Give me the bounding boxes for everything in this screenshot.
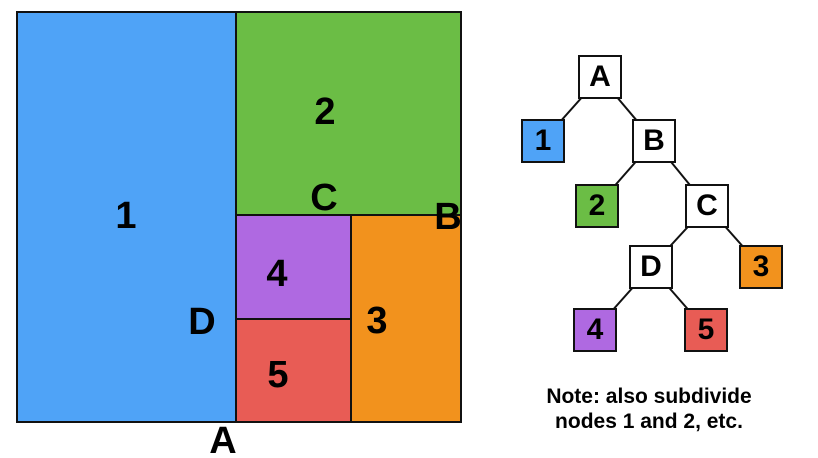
cut-label-c: C	[310, 177, 338, 219]
cut-label-a: A	[209, 420, 237, 458]
tree-node-5: 5	[684, 308, 728, 352]
tree-node-C: C	[685, 184, 729, 228]
note-text: Note: also subdivide nodes 1 and 2, etc.	[546, 384, 751, 434]
tree-node-A: A	[578, 55, 622, 99]
tree-node-2: 2	[575, 184, 619, 228]
partition-region-5	[237, 320, 352, 423]
tree-node-D: D	[629, 245, 673, 289]
partition-region-4	[237, 215, 352, 320]
cut-line-b	[236, 214, 462, 216]
note-line-1: Note: also subdivide	[546, 385, 752, 408]
partition-region-3	[352, 215, 462, 423]
tree-node-3: 3	[739, 245, 783, 289]
cut-label-d: D	[188, 301, 216, 343]
note-line-2: nodes 1 and 2, etc.	[555, 410, 743, 434]
partition-region-2	[237, 11, 462, 215]
cut-line-a	[235, 11, 237, 423]
region-label-4: 4	[266, 253, 288, 295]
cut-line-d	[236, 318, 352, 320]
tree-node-B: B	[632, 119, 676, 163]
region-label-1: 1	[115, 195, 137, 237]
tree-node-4: 4	[573, 308, 617, 352]
tree-node-1: 1	[521, 119, 565, 163]
cut-label-b: B	[434, 196, 462, 238]
region-label-5: 5	[267, 354, 289, 396]
region-label-2: 2	[314, 91, 336, 133]
region-label-3: 3	[366, 300, 388, 342]
partition-region-1	[16, 11, 237, 423]
